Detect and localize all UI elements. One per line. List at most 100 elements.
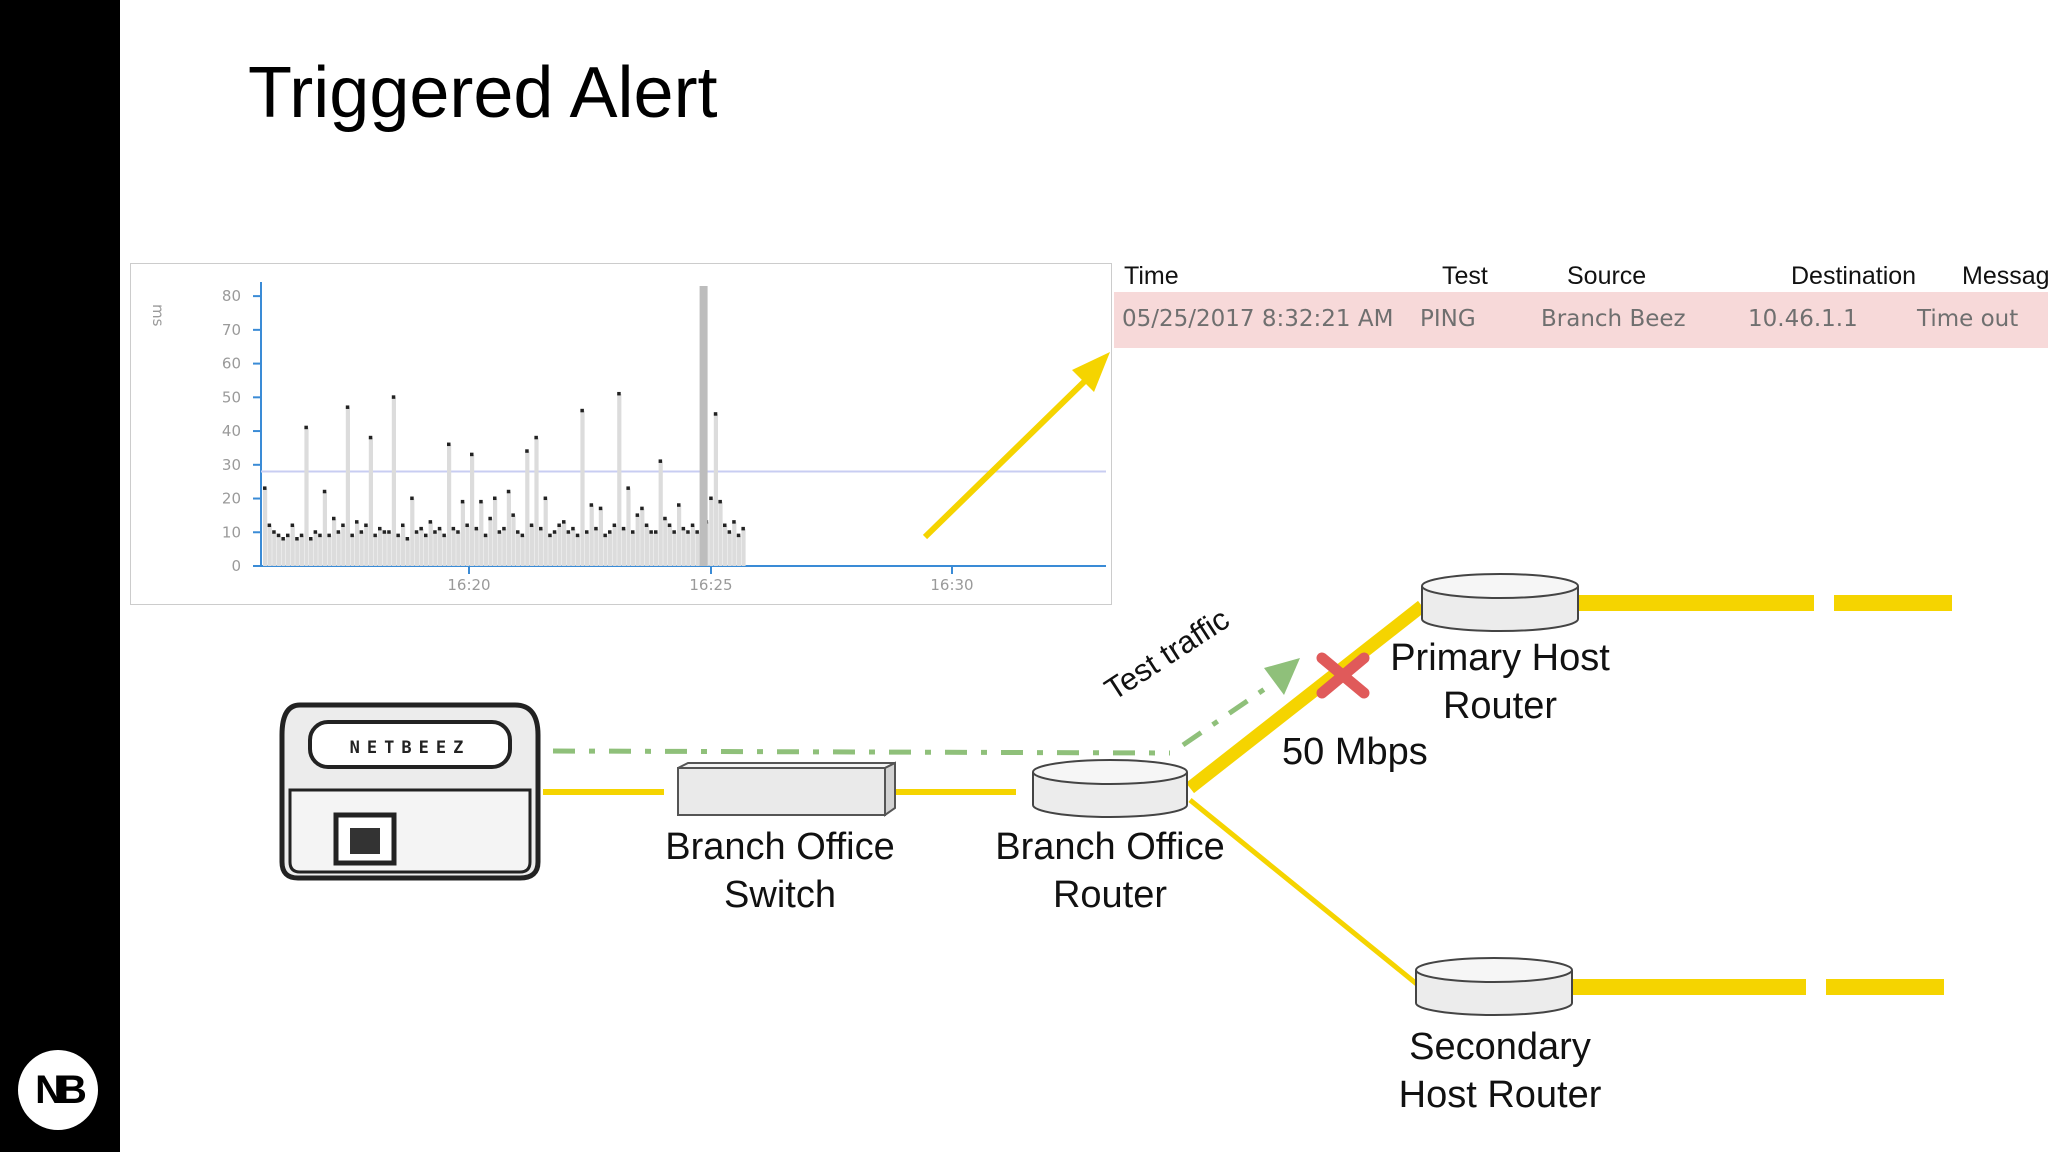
latency-bar bbox=[483, 535, 488, 566]
latency-point bbox=[534, 435, 538, 440]
latency-point bbox=[286, 533, 290, 538]
latency-point bbox=[483, 533, 488, 538]
latency-point bbox=[511, 513, 515, 517]
latency-bar bbox=[548, 535, 553, 566]
latency-point bbox=[644, 523, 649, 528]
latency-bar bbox=[401, 525, 406, 566]
latency-point bbox=[299, 533, 304, 538]
link-router-primary bbox=[1185, 600, 1427, 794]
latency-bar bbox=[470, 454, 475, 566]
latency-bar bbox=[318, 535, 323, 566]
latency-bar bbox=[272, 532, 277, 566]
latency-point bbox=[332, 516, 336, 521]
latency-point bbox=[603, 533, 607, 538]
latency-bar bbox=[359, 532, 364, 566]
latency-bar bbox=[299, 535, 304, 566]
latency-point bbox=[649, 530, 653, 534]
latency-point bbox=[341, 523, 345, 528]
latency-point bbox=[410, 496, 414, 501]
latency-point bbox=[681, 526, 686, 531]
latency-point bbox=[562, 520, 566, 524]
latency-bar bbox=[672, 532, 677, 566]
latency-bar bbox=[723, 525, 728, 566]
latency-bar bbox=[396, 535, 401, 566]
latency-bar bbox=[410, 498, 415, 566]
latency-bar bbox=[373, 535, 378, 566]
latency-bar bbox=[345, 407, 350, 566]
latency-bar bbox=[663, 518, 668, 566]
latency-bar bbox=[562, 522, 567, 566]
latency-point bbox=[736, 533, 741, 538]
latency-bar bbox=[681, 528, 686, 566]
latency-point bbox=[566, 530, 571, 534]
latency-point bbox=[497, 530, 502, 534]
latency-point bbox=[304, 425, 308, 430]
x-tick-label: 16:20 bbox=[447, 576, 490, 594]
latency-bar bbox=[364, 525, 369, 566]
latency-bar bbox=[594, 528, 599, 566]
latency-bar bbox=[437, 528, 442, 566]
latency-bar bbox=[736, 535, 741, 566]
latency-bar bbox=[350, 535, 355, 566]
latency-bar bbox=[327, 535, 332, 566]
loss-spike-bar bbox=[699, 286, 708, 566]
latency-point bbox=[635, 513, 640, 517]
latency-bar bbox=[488, 518, 493, 566]
latency-bar bbox=[281, 539, 286, 566]
alert-time: 05/25/2017 8:32:21 AM bbox=[1122, 306, 1394, 332]
latency-bar bbox=[686, 532, 691, 566]
latency-point bbox=[364, 523, 368, 528]
netbeez-logo: NB bbox=[18, 1050, 98, 1130]
latency-bar bbox=[336, 532, 341, 566]
latency-bar bbox=[433, 532, 438, 566]
y-tick-label: 70 bbox=[222, 321, 241, 339]
latency-bar bbox=[341, 525, 346, 566]
latency-point bbox=[433, 530, 437, 534]
latency-point bbox=[552, 530, 557, 534]
latency-bar bbox=[382, 532, 387, 566]
latency-bar bbox=[690, 525, 695, 566]
latency-bar bbox=[295, 539, 300, 566]
latency-bar bbox=[368, 437, 373, 566]
latency-bar bbox=[442, 535, 447, 566]
header-test: Test bbox=[1442, 262, 1488, 290]
header-destination: Destination bbox=[1791, 262, 1917, 290]
latency-point bbox=[355, 520, 359, 524]
y-tick-label: 20 bbox=[222, 490, 241, 508]
latency-point bbox=[695, 530, 699, 534]
x-tick-label: 16:25 bbox=[689, 576, 732, 594]
latency-point bbox=[686, 530, 690, 534]
latency-bar bbox=[451, 528, 456, 566]
latency-point bbox=[290, 523, 295, 528]
latency-point bbox=[488, 516, 492, 521]
latency-bar bbox=[649, 532, 654, 566]
latency-point bbox=[690, 523, 695, 528]
latency-bar bbox=[677, 505, 682, 566]
latency-point bbox=[543, 496, 548, 501]
latency-point bbox=[428, 520, 433, 524]
latency-bar bbox=[516, 532, 521, 566]
latency-bar bbox=[529, 525, 534, 566]
latency-point bbox=[401, 523, 405, 528]
latency-point bbox=[732, 520, 736, 524]
latency-point bbox=[727, 530, 732, 534]
latency-point bbox=[654, 530, 658, 534]
latency-point bbox=[709, 496, 713, 501]
latency-point bbox=[327, 533, 331, 538]
latency-point bbox=[479, 499, 483, 504]
latency-bar bbox=[520, 535, 525, 566]
latency-bar bbox=[332, 518, 337, 566]
latency-bar bbox=[428, 522, 433, 566]
device-brand-text: NETBEEZ bbox=[350, 738, 471, 758]
latency-point bbox=[598, 506, 603, 511]
latency-point bbox=[405, 537, 410, 541]
latency-bar bbox=[727, 532, 732, 566]
latency-bar bbox=[355, 522, 360, 566]
latency-bar bbox=[378, 528, 383, 566]
alert-row[interactable] bbox=[1114, 292, 2048, 348]
latency-bar bbox=[479, 501, 484, 566]
latency-bar bbox=[424, 535, 429, 566]
latency-point bbox=[276, 533, 281, 538]
latency-bar bbox=[387, 532, 392, 566]
latency-point bbox=[263, 486, 267, 490]
